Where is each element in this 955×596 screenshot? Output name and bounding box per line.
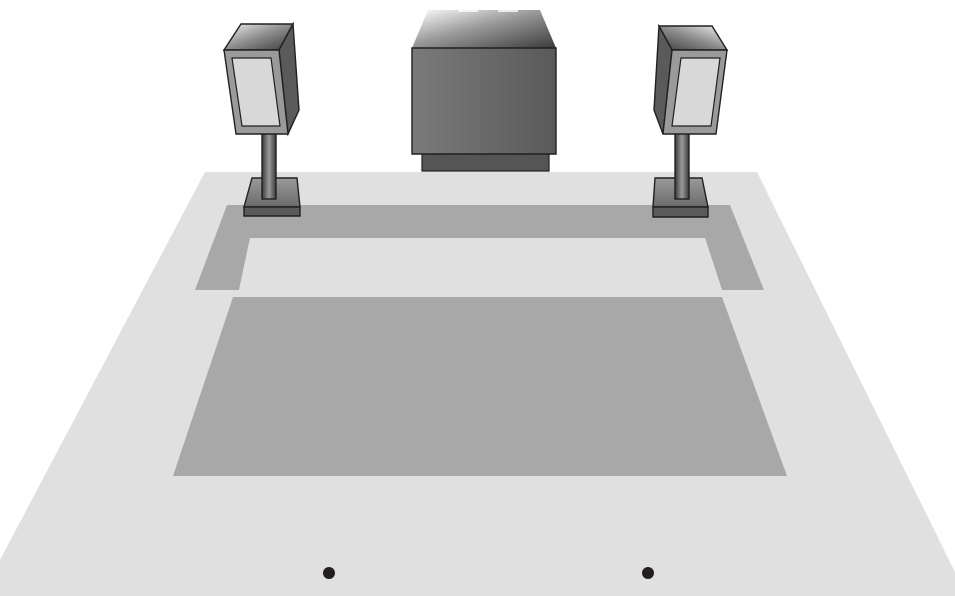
right-speaker-panel [671,57,721,127]
left-speaker-panel [231,57,281,127]
subwoofer-base [421,151,550,172]
left-speaker-icon [222,21,301,217]
right-stand-pole [674,129,690,200]
left-stand-pole [261,129,277,200]
rear-rug-inner-strip [239,238,722,290]
rear-rug-band [195,205,764,290]
right-stand-base-front [652,206,709,218]
right-speaker-icon [652,23,729,218]
subwoofer-front [411,47,557,155]
main-rug [173,297,787,476]
left-stand-base-front [243,206,301,217]
listening-position-left-dot-icon [323,567,335,579]
subwoofer-top [412,10,556,48]
listening-position-right-dot-icon [642,567,654,579]
subwoofer-icon [411,10,557,172]
